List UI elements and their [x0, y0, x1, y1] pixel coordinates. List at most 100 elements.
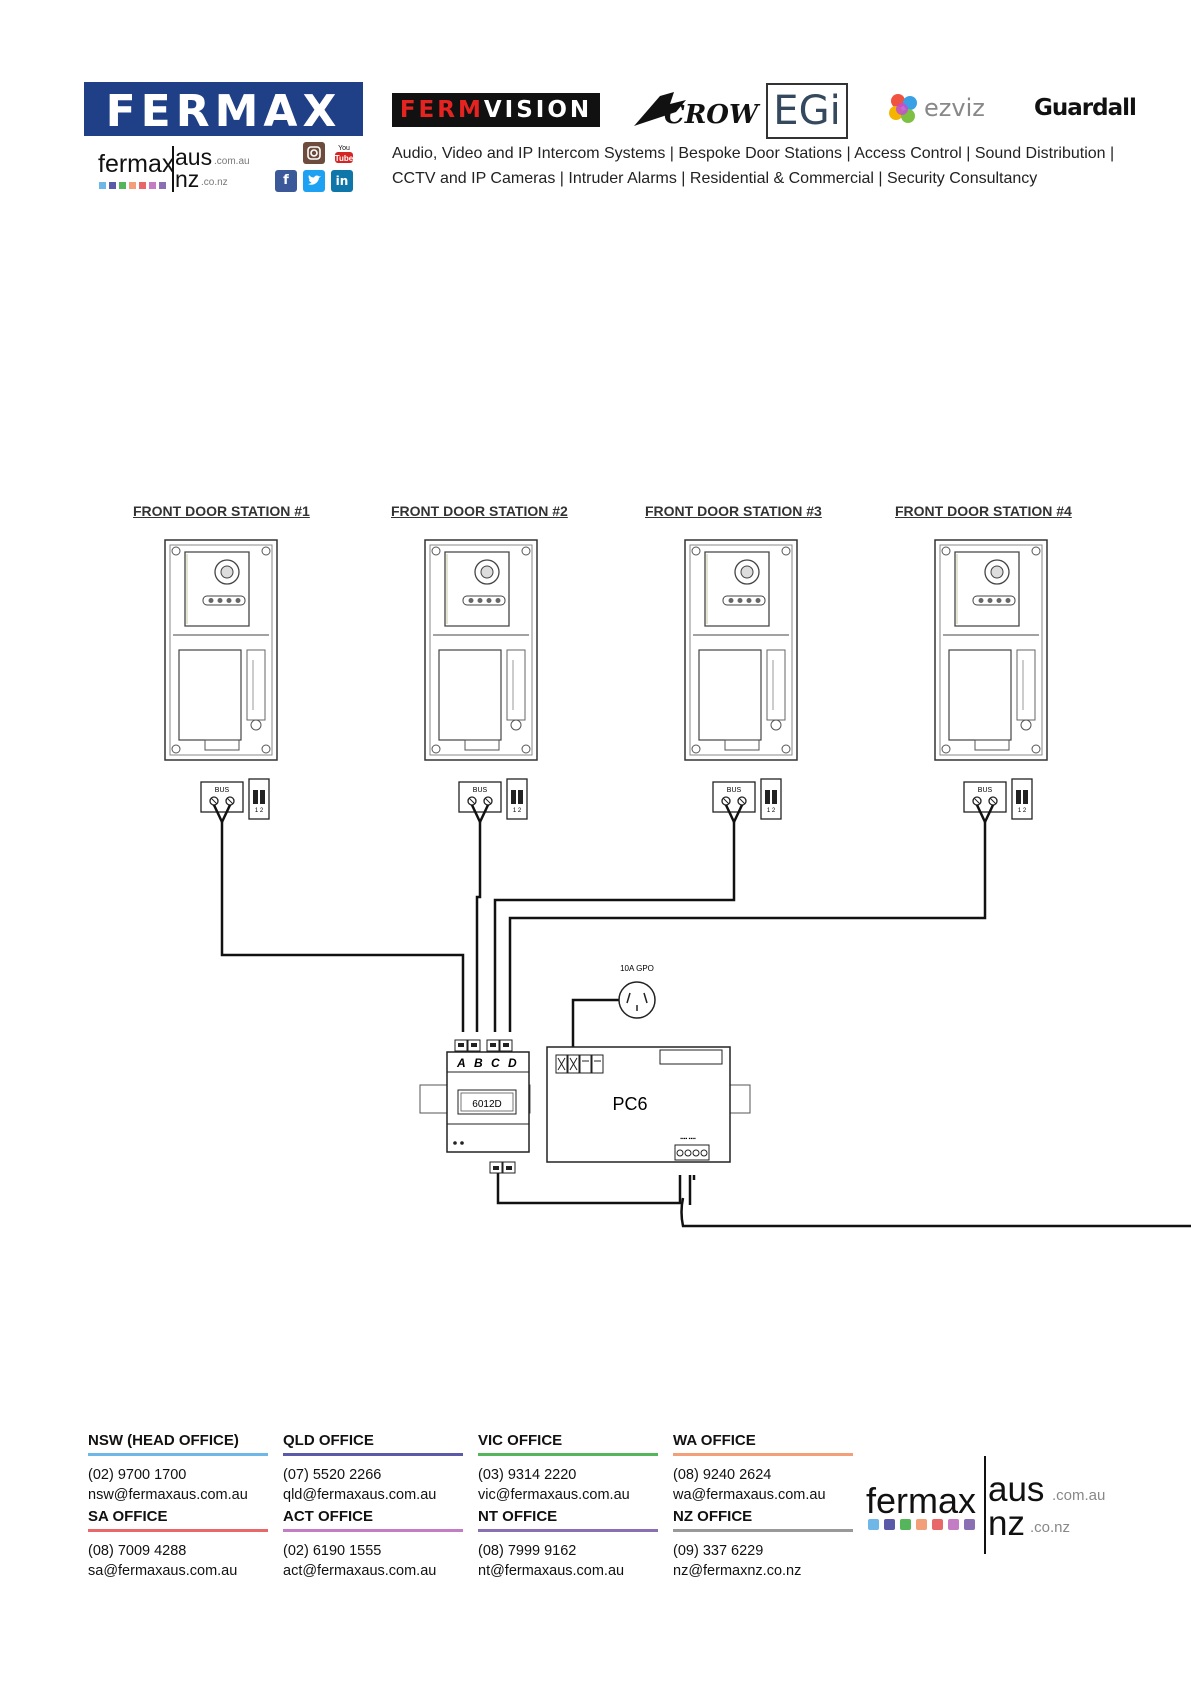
office-phone: (03) 9314 2220 [478, 1467, 577, 1483]
station-title-2: FRONT DOOR STATION #2 [391, 503, 568, 519]
office-wa: WA OFFICE (08) 9240 2624 wa@fermaxaus.co… [673, 1432, 853, 1505]
ezviz-flower-icon [889, 94, 917, 123]
office-sa: SA OFFICE (08) 7009 4288 sa@fermaxaus.co… [88, 1508, 268, 1581]
site-logo-divider [172, 146, 174, 192]
office-color-bar [478, 1453, 658, 1456]
door-station-4 [934, 539, 1048, 761]
office-name: VIC OFFICE [478, 1432, 563, 1449]
input-label-b: B [474, 1056, 483, 1070]
bus-terminal-3 [712, 778, 782, 820]
footer-logo-divider [984, 1456, 986, 1554]
office-name: WA OFFICE [673, 1432, 756, 1449]
footer-logo-dots [868, 1518, 980, 1536]
fermax-logo: FERMAX [84, 82, 363, 137]
fermax-logo-text: FERMAX [105, 86, 342, 137]
logo-dot [900, 1519, 911, 1530]
facebook-icon[interactable]: f [275, 170, 297, 192]
door-station-2 [424, 539, 538, 761]
office-phone: (02) 9700 1700 [88, 1467, 187, 1483]
site-logo-word: fermax [98, 150, 175, 178]
office-phone: (09) 337 6229 [673, 1543, 764, 1559]
office-nt: NT OFFICE (08) 7999 9162 nt@fermaxaus.co… [478, 1508, 658, 1581]
office-name: QLD OFFICE [283, 1432, 374, 1449]
bus-terminal-1 [200, 778, 270, 820]
door-station-3 [684, 539, 798, 761]
fermvision-prefix: FERM [399, 97, 484, 123]
ezviz-logo: ezviz [924, 94, 985, 122]
psu-label: PC6 [612, 1094, 647, 1114]
egi-logo: EGi [766, 83, 848, 139]
site-logo-nz: nz [175, 166, 200, 192]
psu-pc6: PC6 ▪▪▪▪ ▪▪▪▪ [546, 1046, 751, 1163]
office-phone: (08) 7999 9162 [478, 1543, 577, 1559]
office-name: NT OFFICE [478, 1508, 558, 1525]
input-label-c: C [491, 1056, 500, 1070]
footer-logo-nz: nz [988, 1504, 1025, 1543]
bus-terminal-2 [458, 778, 528, 820]
office-email[interactable]: nz@fermaxnz.co.nz [673, 1563, 802, 1579]
logo-dot [948, 1519, 959, 1530]
bus-wiring [212, 804, 1191, 1228]
office-email[interactable]: sa@fermaxaus.com.au [88, 1563, 238, 1579]
footer-logo-aus: aus [988, 1470, 1045, 1509]
site-logo-aus: aus [175, 144, 213, 170]
office-color-bar [88, 1529, 268, 1532]
office-nsw: NSW (HEAD OFFICE) (02) 9700 1700 nsw@fer… [88, 1432, 268, 1505]
gpo-outlet: 10A GPO [618, 964, 656, 1019]
twitter-icon[interactable] [303, 170, 325, 192]
door-station-1 [164, 539, 278, 761]
site-logo-aus-suffix: .com.au [214, 156, 250, 167]
station-title-1: FRONT DOOR STATION #1 [133, 503, 310, 519]
fermvision-suffix: VISION [483, 97, 593, 123]
logo-dot [868, 1519, 879, 1530]
footer-logo-word: fermax [866, 1480, 977, 1521]
office-phone: (02) 6190 1555 [283, 1543, 382, 1559]
office-phone: (08) 7009 4288 [88, 1543, 187, 1559]
svg-text:You: You [338, 145, 350, 152]
logo-dot [964, 1519, 975, 1530]
office-email[interactable]: qld@fermaxaus.com.au [283, 1487, 437, 1503]
office-email[interactable]: nsw@fermaxaus.com.au [88, 1487, 248, 1503]
slogan-line-1: Audio, Video and IP Intercom Systems | B… [392, 145, 1115, 162]
fermvision-logo: FERMVISION [392, 93, 600, 127]
logo-dot [884, 1519, 895, 1530]
bus-terminal-4 [963, 778, 1033, 820]
youtube-icon[interactable]: You Tube [333, 142, 355, 164]
office-nz: NZ OFFICE (09) 337 6229 nz@fermaxnz.co.n… [673, 1508, 853, 1581]
crow-bird-icon [634, 92, 686, 126]
office-color-bar [478, 1529, 658, 1532]
footer-logo-aus-suffix: .com.au [1052, 1487, 1106, 1504]
svg-text:Tube: Tube [335, 154, 354, 163]
office-email[interactable]: vic@fermaxaus.com.au [478, 1487, 630, 1503]
office-qld: QLD OFFICE (07) 5520 2266 qld@fermaxaus.… [283, 1432, 463, 1505]
office-name: ACT OFFICE [283, 1508, 373, 1525]
office-name: NZ OFFICE [673, 1508, 753, 1525]
crow-logo: CROW [664, 100, 759, 130]
distributor-model-label: 6012D [472, 1099, 501, 1110]
office-email[interactable]: act@fermaxaus.com.au [283, 1563, 437, 1579]
input-label-d: D [508, 1056, 517, 1070]
linkedin-icon[interactable]: in [331, 170, 353, 192]
office-email[interactable]: wa@fermaxaus.com.au [673, 1487, 826, 1503]
office-phone: (08) 9240 2624 [673, 1467, 772, 1483]
office-email[interactable]: nt@fermaxaus.com.au [478, 1563, 625, 1579]
guardall-logo: Guardall [1034, 95, 1137, 121]
instagram-icon[interactable] [303, 142, 325, 164]
office-color-bar [88, 1453, 268, 1456]
office-phone: (07) 5520 2266 [283, 1467, 382, 1483]
office-name: NSW (HEAD OFFICE) [88, 1432, 239, 1449]
logo-dot [916, 1519, 927, 1530]
site-logo-nz-suffix: .co.nz [201, 177, 228, 188]
input-label-a: A [456, 1056, 466, 1070]
office-color-bar [673, 1453, 853, 1456]
logo-dot [932, 1519, 943, 1530]
site-logo-dots [99, 177, 171, 195]
office-name: SA OFFICE [88, 1508, 168, 1525]
office-act: ACT OFFICE (02) 6190 1555 act@fermaxaus.… [283, 1508, 463, 1581]
office-color-bar [283, 1529, 463, 1532]
office-vic: VIC OFFICE (03) 9314 2220 vic@fermaxaus.… [478, 1432, 658, 1505]
distributor-6012d: 6012D A B C D [419, 1039, 531, 1174]
station-title-3: FRONT DOOR STATION #3 [645, 503, 822, 519]
gpo-label: 10A GPO [620, 964, 654, 973]
